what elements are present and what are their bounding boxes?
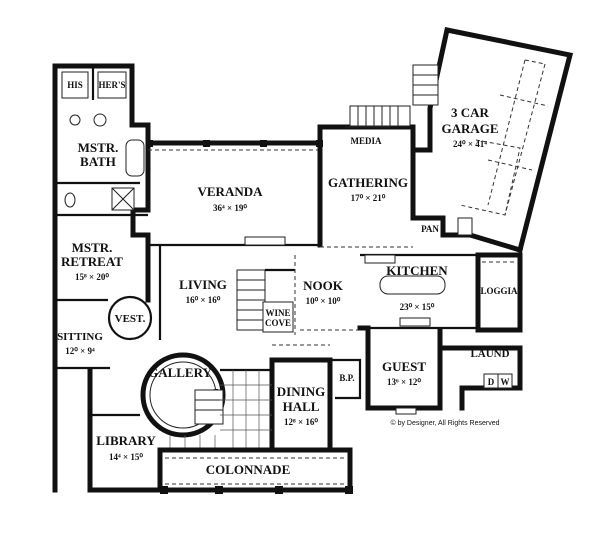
nook-label: NOOK bbox=[303, 278, 344, 293]
butler-pantry-label: B.P. bbox=[339, 373, 354, 383]
kitchen-island bbox=[379, 275, 446, 295]
sitting-dim: 12⁰ × 9⁴ bbox=[65, 346, 95, 356]
guest-label: GUEST bbox=[382, 359, 426, 374]
veranda-area bbox=[145, 140, 323, 247]
media-label: MEDIA bbox=[351, 136, 382, 146]
kitchen-dim: 23⁰ × 15⁰ bbox=[400, 302, 435, 312]
library-dim: 14⁴ × 15⁰ bbox=[109, 452, 143, 462]
veranda-label: VERANDA bbox=[198, 184, 264, 199]
mstr-retreat-label-2: RETREAT bbox=[61, 254, 123, 269]
wine-cove-room bbox=[262, 301, 294, 333]
mstr-retreat-label-1: MSTR. bbox=[72, 240, 113, 255]
range-fixture bbox=[364, 254, 396, 264]
guest-window bbox=[395, 407, 417, 415]
washer bbox=[497, 373, 513, 389]
pantry-label: PAN bbox=[421, 224, 439, 234]
kitchen-label: KITCHEN bbox=[386, 263, 448, 278]
garage-dim: 24⁰ × 41⁴ bbox=[453, 139, 487, 149]
library-label: LIBRARY bbox=[96, 433, 156, 448]
wine-cove-label-2: COVE bbox=[265, 318, 291, 328]
gathering-dim: 17⁰ × 21⁰ bbox=[351, 193, 386, 203]
gallery-walls bbox=[140, 352, 226, 438]
gallery-label: GALLERY bbox=[148, 365, 212, 380]
mstr-bath-label-2: BATH bbox=[80, 154, 116, 169]
kitchen-walls bbox=[360, 215, 524, 333]
his-label: HIS bbox=[67, 80, 83, 90]
vestibule-label: VEST. bbox=[115, 313, 146, 325]
nook-dim: 10⁰ × 10⁰ bbox=[306, 296, 341, 306]
guest-dim: 13⁶ × 12⁰ bbox=[387, 377, 421, 387]
hers-closet bbox=[97, 71, 127, 99]
fridge-fixture bbox=[457, 217, 473, 236]
living-dim: 16⁰ × 16⁰ bbox=[186, 295, 221, 305]
master-suite-walls bbox=[52, 63, 151, 493]
loggia-walls bbox=[475, 252, 523, 333]
library-walls bbox=[87, 367, 163, 493]
butler-pantry-walls bbox=[330, 358, 362, 400]
kitchen-sink bbox=[399, 317, 431, 327]
dining-label-2: HALL bbox=[283, 399, 320, 414]
sink-fixture bbox=[93, 113, 107, 127]
gathering-label: GATHERING bbox=[328, 175, 408, 190]
living-nook-walls bbox=[158, 245, 360, 340]
living-label: LIVING bbox=[179, 277, 227, 292]
mstr-retreat-dim: 15⁸ × 20⁰ bbox=[75, 272, 109, 282]
mstr-bath-label-1: MSTR. bbox=[78, 140, 119, 155]
sink-fixture-2 bbox=[69, 114, 81, 126]
hers-label: HER'S bbox=[98, 80, 125, 90]
sitting-label: SITTING bbox=[57, 331, 103, 343]
dryer-label: D bbox=[488, 377, 495, 387]
garage-label-2: GARAGE bbox=[441, 121, 498, 136]
copyright-notice: © by Designer, All Rights Reserved bbox=[390, 419, 499, 427]
guest-laundry-walls bbox=[357, 325, 523, 415]
colonnade-walls bbox=[157, 447, 353, 494]
garage-walls bbox=[410, 27, 574, 254]
media-stairs bbox=[349, 105, 411, 127]
tub-fixture bbox=[125, 139, 145, 177]
fireplace bbox=[244, 236, 286, 246]
garage-label-1: 3 CAR bbox=[451, 105, 490, 120]
washer-label: W bbox=[501, 377, 510, 387]
vestibule-round bbox=[107, 295, 153, 341]
his-closet bbox=[61, 71, 89, 99]
toilet-fixture bbox=[64, 192, 76, 208]
gallery-stair bbox=[194, 389, 224, 425]
veranda-dim: 36⁴ × 19⁰ bbox=[213, 203, 247, 213]
loggia-label: LOGGIA bbox=[480, 286, 518, 296]
colonnade-label: COLONNADE bbox=[206, 462, 291, 477]
laundry-label: LAUND bbox=[470, 348, 509, 360]
wine-cove-label-1: WINE bbox=[265, 308, 290, 318]
dining-dim: 12⁸ × 16⁰ bbox=[284, 417, 318, 427]
dining-label-1: DINING bbox=[277, 384, 325, 399]
